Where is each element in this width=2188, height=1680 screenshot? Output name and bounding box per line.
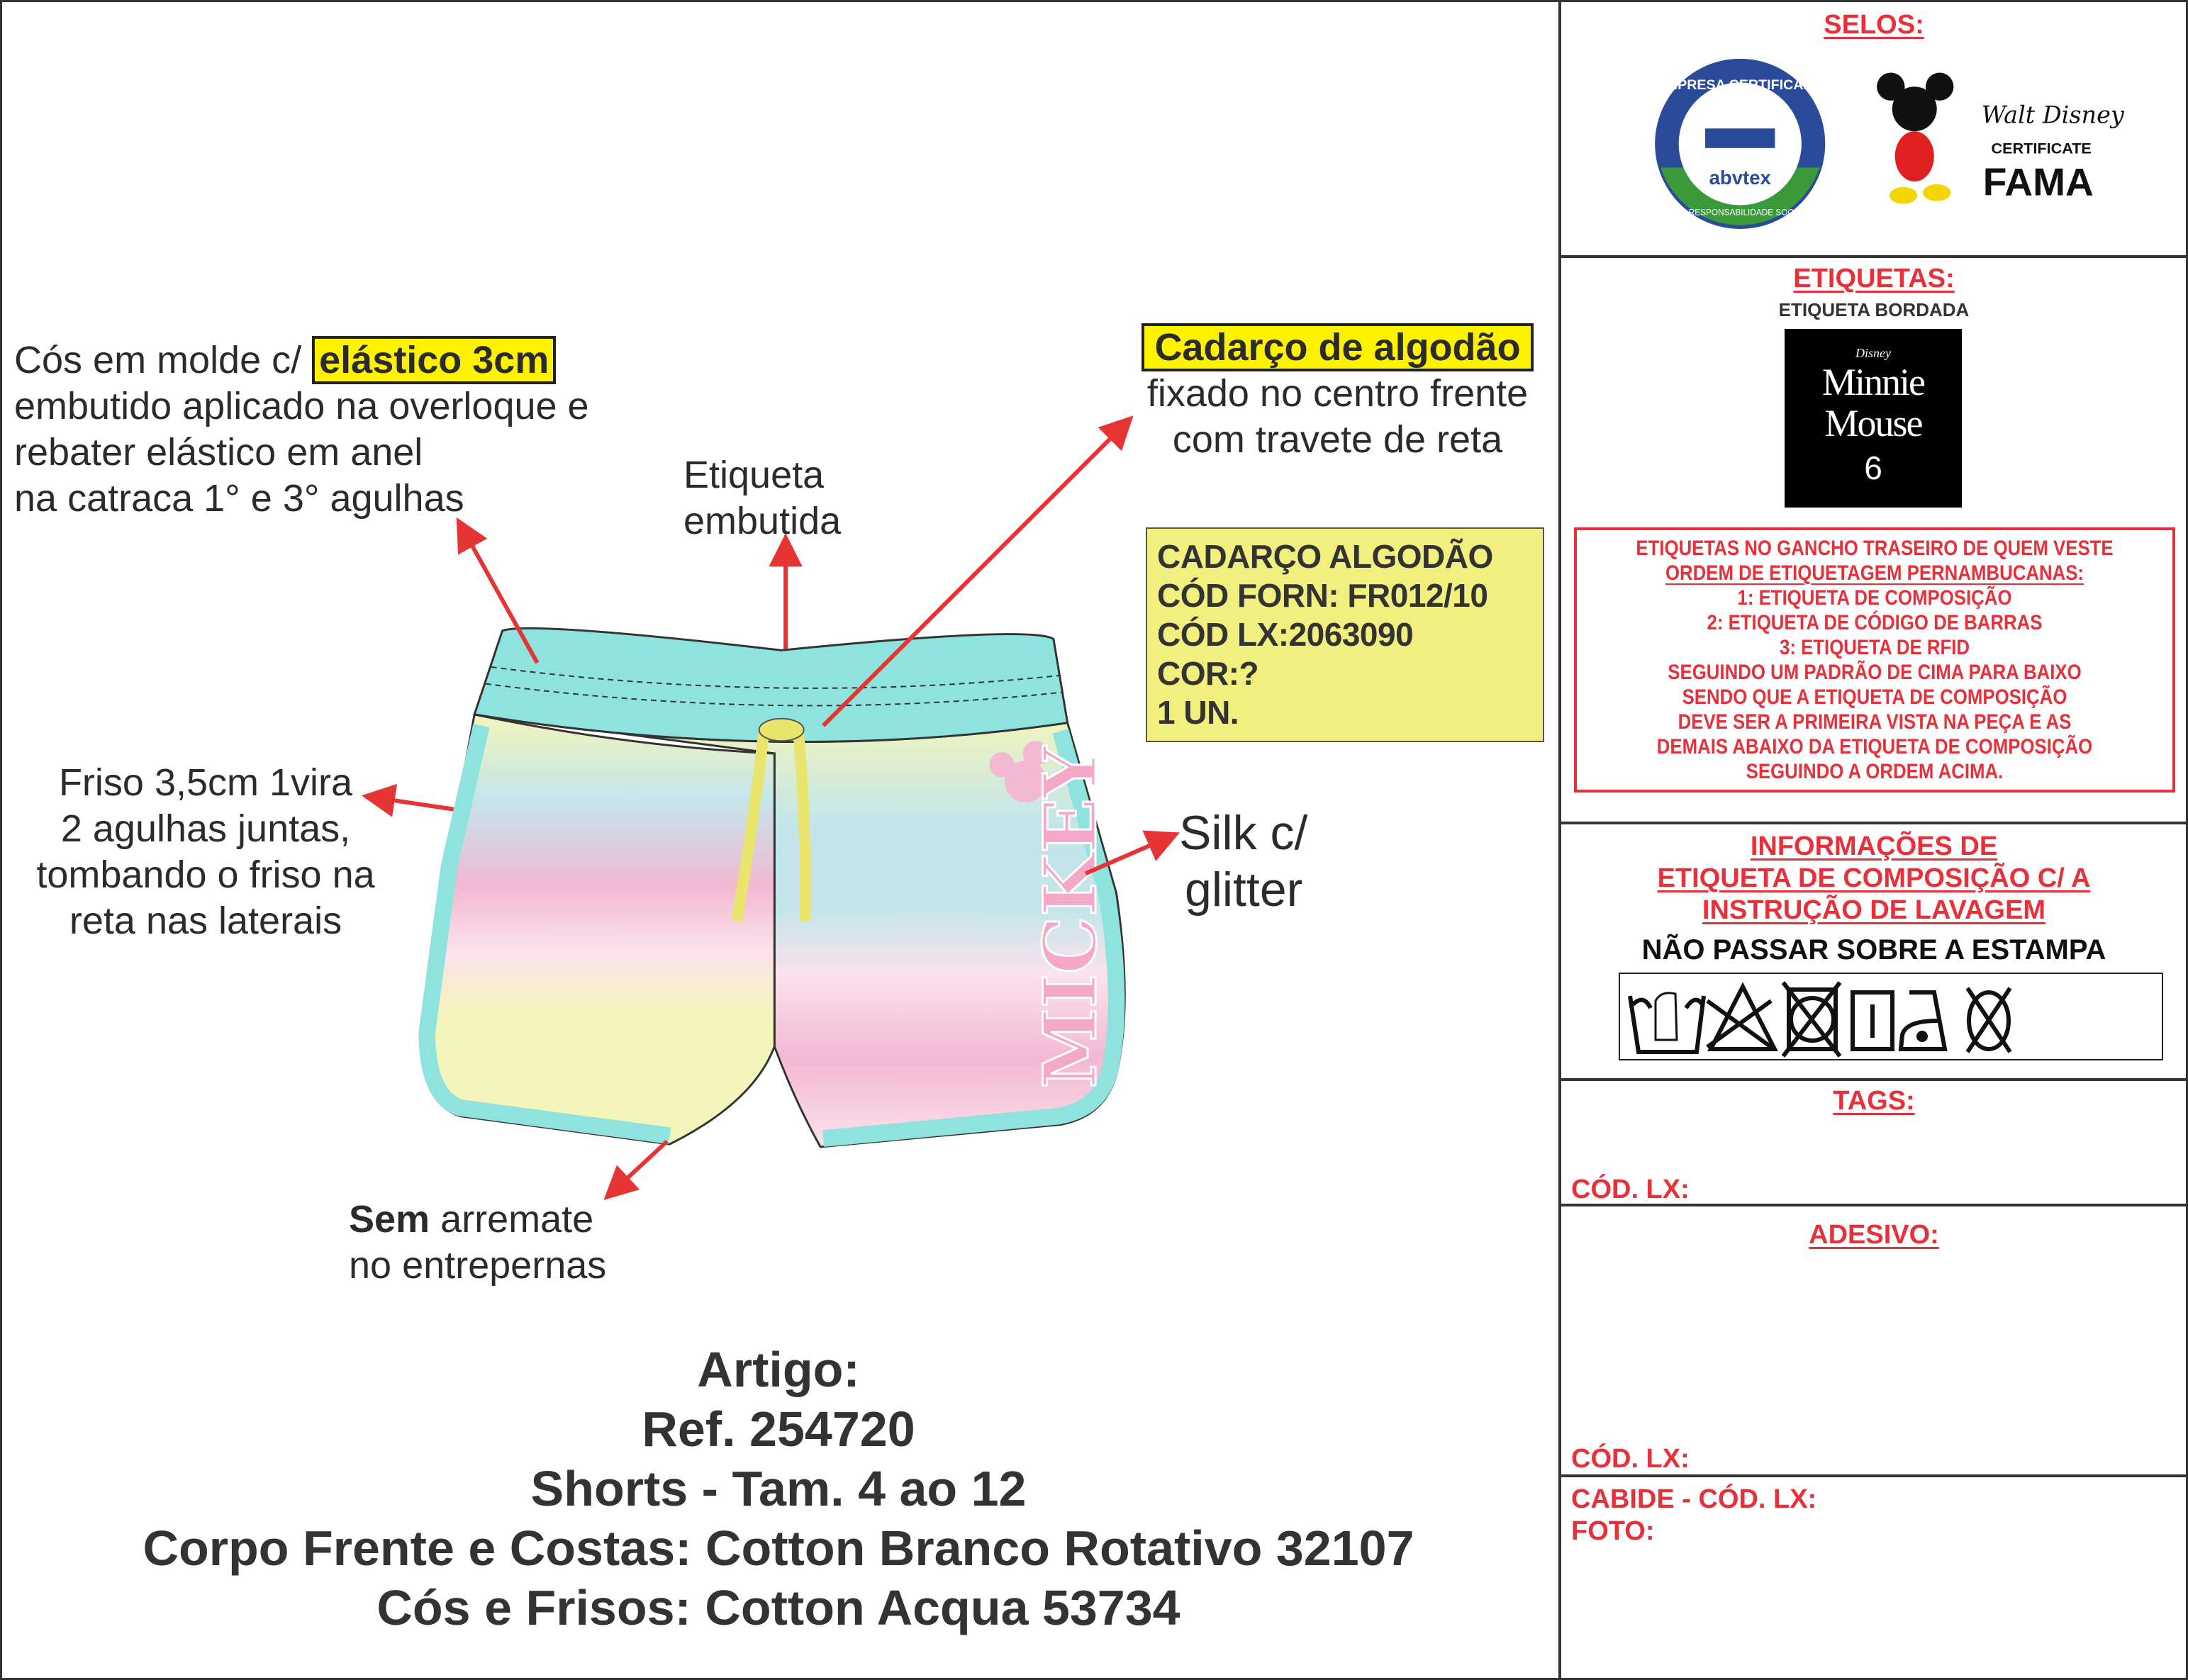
instruction-line: SEGUINDO A ORDEM ACIMA. bbox=[1746, 760, 2004, 783]
label-size: 6 bbox=[1864, 449, 1882, 486]
mickey-print-text: MICKEY bbox=[1028, 746, 1113, 1089]
note-line: fixado no centro frente bbox=[1146, 372, 1529, 415]
abvtex-seal: EMPRESA CERTIFICADA EM RESPONSABILIDADE … bbox=[1655, 58, 1826, 229]
iron-low-icon bbox=[1898, 990, 1948, 1051]
instruction-line: SENDO QUE A ETIQUETA DE COMPOSIÇÃO bbox=[1682, 685, 2067, 709]
hand-wash-icon bbox=[1628, 992, 1706, 1054]
trim-line: COR:? bbox=[1157, 655, 1259, 692]
no-tumble-dry-icon bbox=[1781, 981, 1842, 1058]
title-line: INSTRUÇÃO DE LAVAGEM bbox=[1702, 895, 2046, 925]
tags-title: TAGS: bbox=[1833, 1086, 1915, 1116]
section-divider bbox=[1560, 255, 2188, 258]
drawstring-highlight: Cadarço de algodão bbox=[1142, 323, 1534, 371]
section-divider bbox=[1560, 1078, 2188, 1081]
drawstring-note: Cadarço de algodão fixado no centro fren… bbox=[1124, 323, 1551, 463]
instruction-line: ORDEM DE ETIQUETAGEM PERNAMBUCANAS: bbox=[1665, 561, 2084, 585]
print-note: Silk c/ glitter bbox=[1179, 805, 1307, 918]
binding-note: Friso 3,5cm 1vira 2 agulhas juntas, tomb… bbox=[0, 760, 411, 944]
seal-ring-top-text: EMPRESA CERTIFICADA bbox=[1657, 77, 1824, 93]
instruction-line: ETIQUETAS NO GANCHO TRASEIRO DE QUEM VES… bbox=[1636, 537, 2114, 560]
note-line: no entrepernas bbox=[349, 1244, 607, 1287]
note-line: rebater elástico em anel bbox=[14, 431, 423, 474]
article-line: Corpo Frente e Costas: Cotton Branco Rot… bbox=[143, 1521, 1414, 1576]
trim-line: CÓD FORN: FR012/10 bbox=[1157, 577, 1488, 614]
disney-fama-seal: Walt Disney CERTIFICATE FAMA bbox=[1877, 72, 2125, 204]
note-text: Cós em molde c/ bbox=[14, 339, 313, 381]
etiquetas-title: ETIQUETAS: bbox=[1793, 264, 1955, 293]
hanger-code-label: CABIDE - CÓD. LX: bbox=[1571, 1484, 1817, 1514]
selos-title: SELOS: bbox=[1824, 10, 1924, 40]
elastic-highlight: elástico 3cm bbox=[312, 336, 557, 384]
tags-code-label: CÓD. LX: bbox=[1571, 1175, 1690, 1204]
trim-info-box: CADARÇO ALGODÃO CÓD FORN: FR012/10 CÓD L… bbox=[1146, 527, 1544, 742]
woven-label: Disney Minnie Mouse 6 bbox=[1785, 329, 1962, 508]
article-line: Artigo: bbox=[697, 1342, 860, 1397]
annotation-arrows bbox=[361, 415, 1180, 1200]
disney-fama: FAMA bbox=[1983, 160, 2094, 204]
note-line: embutida bbox=[683, 500, 842, 542]
section-divider bbox=[1560, 1474, 2188, 1477]
instruction-line: 2: ETIQUETA DE CÓDIGO DE BARRAS bbox=[1707, 611, 2043, 634]
label-note: Etiqueta embutida bbox=[683, 452, 841, 544]
care-symbols bbox=[1619, 973, 2163, 1060]
instruction-line: DEVE SER A PRIMEIRA VISTA NA PEÇA E AS bbox=[1678, 710, 2072, 734]
disney-brand: Walt Disney bbox=[1982, 101, 2125, 128]
seal-brand: abvtex bbox=[1709, 167, 1772, 189]
labeling-instructions: ETIQUETAS NO GANCHO TRASEIRO DE QUEM VES… bbox=[1574, 527, 2175, 793]
adesivo-code-label: CÓD. LX: bbox=[1571, 1444, 1690, 1474]
instruction-line: DEMAIS ABAIXO DA ETIQUETA DE COMPOSIÇÃO bbox=[1656, 735, 2093, 758]
line-dry-icon bbox=[1851, 990, 1894, 1051]
no-bleach-icon bbox=[1706, 982, 1778, 1051]
waistband-note: Cós em molde c/ elástico 3cm embutido ap… bbox=[14, 336, 589, 522]
instruction-line: 1: ETIQUETA DE COMPOSIÇÃO bbox=[1737, 586, 2012, 610]
note-line: Etiqueta bbox=[683, 454, 825, 496]
note-line: 2 agulhas juntas, bbox=[60, 807, 351, 850]
note-bold: Sem bbox=[349, 1198, 430, 1241]
article-line: Shorts - Tam. 4 ao 12 bbox=[530, 1461, 1027, 1516]
note-line: com travete de reta bbox=[1172, 418, 1503, 461]
trim-line: CÓD LX:2063090 bbox=[1157, 616, 1414, 653]
note-line: glitter bbox=[1185, 863, 1303, 917]
article-info: Artigo: Ref. 254720 Shorts - Tam. 4 ao 1… bbox=[0, 1340, 1557, 1637]
photo-label: FOTO: bbox=[1571, 1516, 1655, 1546]
label-brand: Disney bbox=[1855, 346, 1891, 360]
section-divider bbox=[1560, 1204, 2188, 1206]
seal-ring-bottom-text: EM RESPONSABILIDADE SOCIAL bbox=[1674, 207, 1807, 217]
article-line: Cós e Frisos: Cotton Acqua 53734 bbox=[376, 1580, 1180, 1635]
note-line: embutido aplicado na overloque e bbox=[14, 385, 589, 427]
instruction-line: SEGUINDO UM PADRÃO DE CIMA PARA BAIXO bbox=[1668, 661, 2082, 684]
note-line: tombando o friso na bbox=[36, 853, 375, 896]
instruction-line: 3: ETIQUETA DE RFID bbox=[1779, 636, 1970, 659]
note-line: Friso 3,5cm 1vira bbox=[58, 761, 353, 804]
print-warning: NÃO PASSAR SOBRE A ESTAMPA bbox=[1641, 934, 2106, 965]
note-text: arremate bbox=[430, 1198, 594, 1241]
disney-cert: CERTIFICATE bbox=[1991, 140, 2091, 157]
label-name-2: Mouse bbox=[1824, 402, 1924, 444]
inseam-note: Sem arremate no entrepernas bbox=[349, 1197, 606, 1289]
article-line: Ref. 254720 bbox=[642, 1401, 915, 1457]
note-line: Silk c/ bbox=[1179, 806, 1308, 860]
etiquetas-subtitle: ETIQUETA BORDADA bbox=[1778, 299, 1970, 320]
composition-title: INFORMAÇÕES DE ETIQUETA DE COMPOSIÇÃO C/… bbox=[1560, 831, 2188, 926]
waistband bbox=[473, 627, 1069, 743]
title-line: ETIQUETA DE COMPOSIÇÃO C/ A bbox=[1657, 863, 2091, 893]
adesivo-title: ADESIVO: bbox=[1809, 1220, 1939, 1250]
no-dry-clean-icon bbox=[1965, 987, 2012, 1053]
section-divider bbox=[1560, 822, 2188, 824]
note-line: na catraca 1° e 3° agulhas bbox=[14, 477, 464, 520]
mickey-head-print bbox=[989, 741, 1049, 802]
label-name-1: Minnie bbox=[1822, 361, 1926, 403]
trim-line: 1 UN. bbox=[1157, 694, 1239, 731]
drawstring bbox=[731, 717, 811, 922]
shorts-body bbox=[418, 713, 1126, 1148]
note-line: reta nas laterais bbox=[69, 900, 342, 942]
title-line: INFORMAÇÕES DE bbox=[1750, 831, 1998, 861]
trim-line: CADARÇO ALGODÃO bbox=[1157, 538, 1493, 575]
panel-divider bbox=[1558, 0, 1561, 1680]
